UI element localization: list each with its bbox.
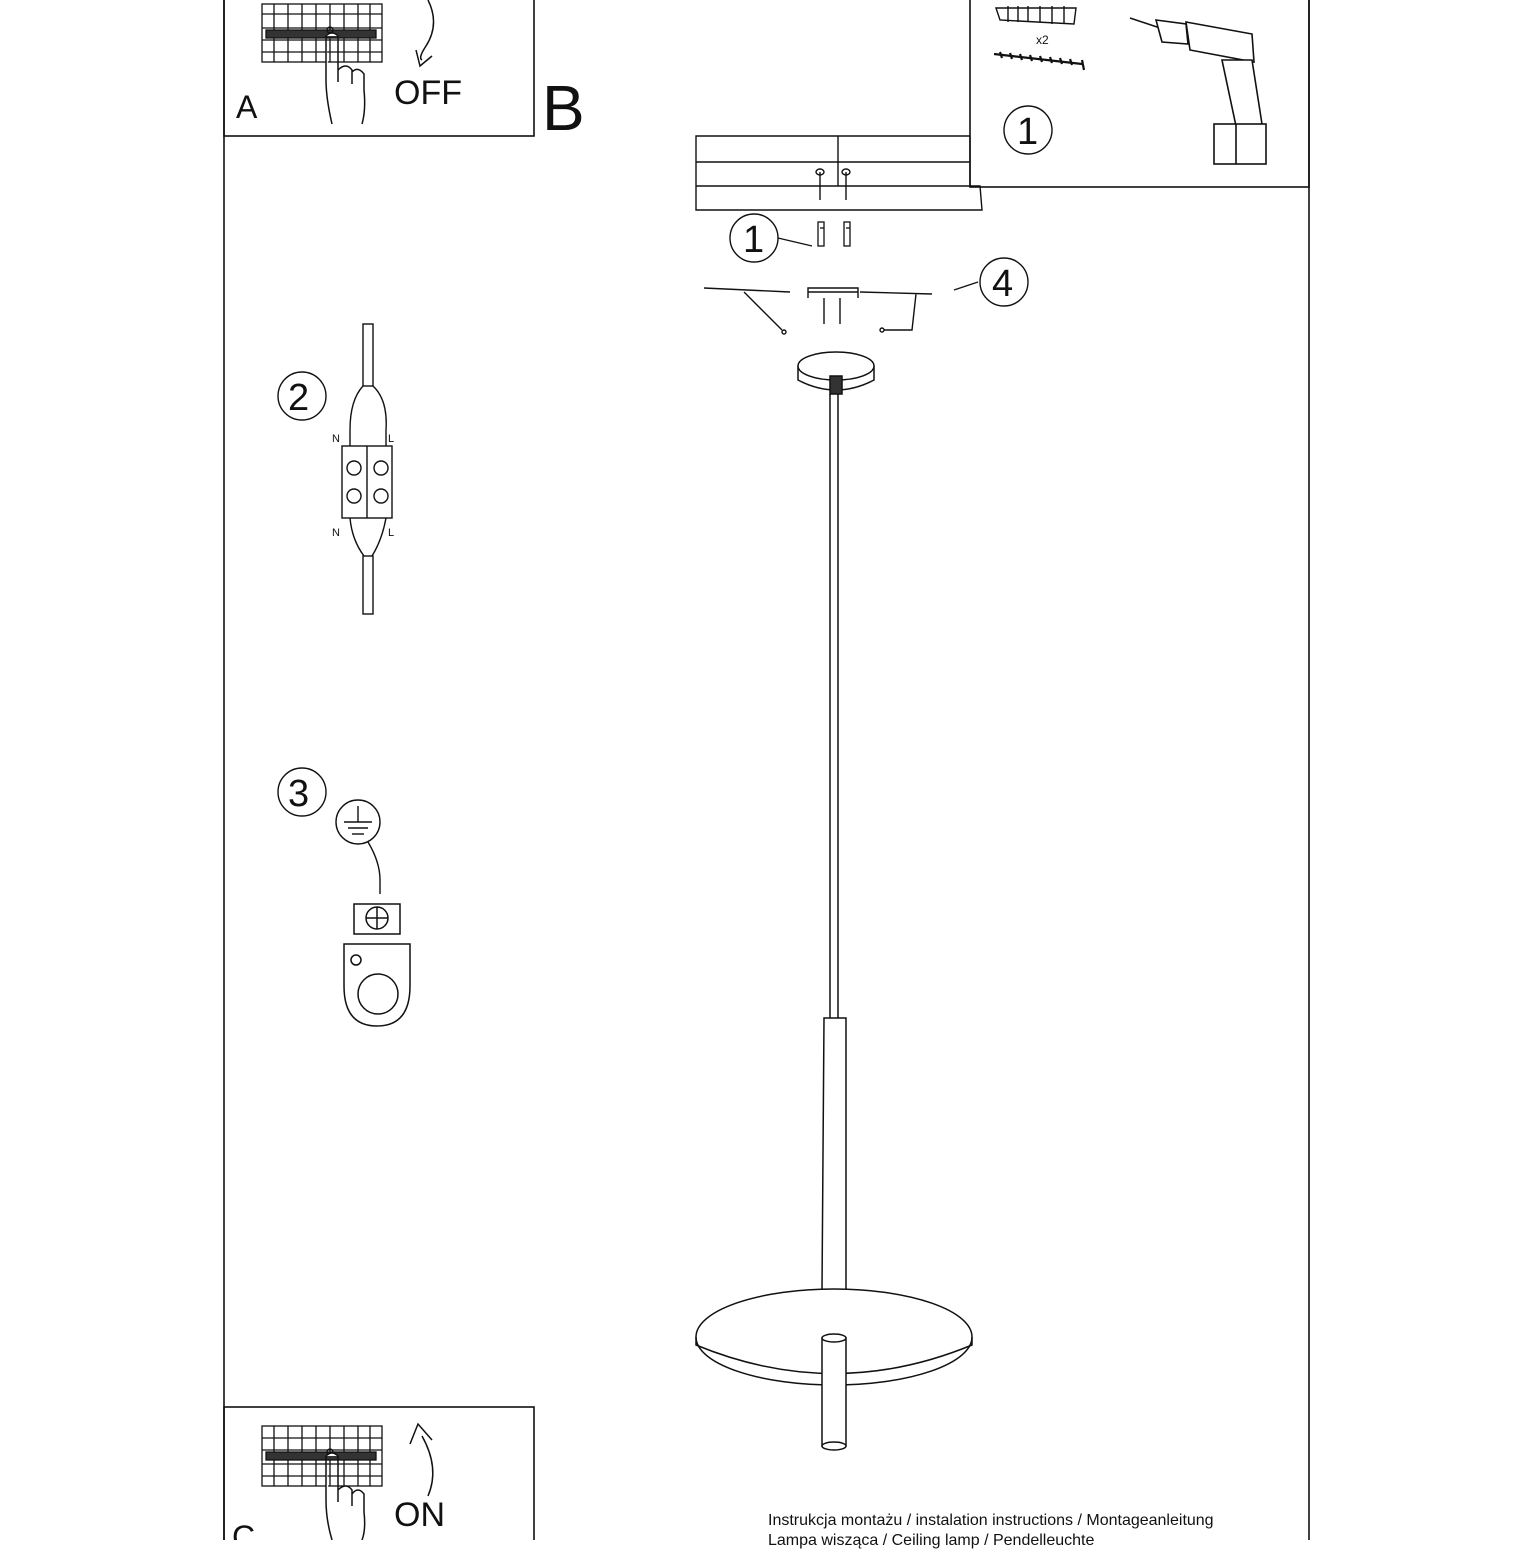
svg-text:3: 3	[288, 773, 309, 815]
bracket-step-callout: 4	[979, 257, 1029, 307]
terminal-block-icon	[341, 323, 393, 615]
ground-symbol-icon	[335, 799, 381, 894]
ceiling-icon	[695, 135, 983, 211]
anchor-step-callout: 1	[729, 213, 779, 263]
ground-step-callout: 3	[277, 767, 327, 817]
wiring-step-callout: 2	[277, 371, 327, 421]
on-label: ON	[394, 1496, 445, 1534]
canopy-icon	[797, 351, 875, 395]
svg-text:1: 1	[1017, 111, 1038, 153]
tools-box	[969, 0, 1310, 188]
drill-icon	[1129, 17, 1267, 165]
hand-icon	[325, 32, 366, 125]
breaker-panel-icon	[261, 3, 383, 63]
curved-arrow-icon	[409, 1422, 434, 1497]
hand-icon	[325, 1452, 366, 1540]
mounting-bracket-icon	[703, 281, 979, 335]
panel-a-box	[223, 0, 535, 137]
svg-text:1: 1	[743, 219, 764, 261]
wall-plug-icon	[995, 6, 1077, 25]
footer-subtitle: Lampa wisząca / Ceiling lamp / Pendelleu…	[768, 1532, 1095, 1549]
panel-b-letter: B	[542, 72, 585, 144]
wall-plug-pair-icon	[777, 221, 851, 247]
terminal-label-n-bottom: N	[332, 527, 340, 539]
svg-text:2: 2	[288, 377, 309, 419]
drill-step-callout: 1	[1003, 105, 1053, 155]
ground-lug-icon	[343, 903, 411, 1027]
screw-icon	[993, 51, 1086, 71]
terminal-label-l-bottom: L	[388, 527, 394, 539]
terminal-label-l-top: L	[388, 433, 394, 445]
footer-title: Instrukcja montażu / instalation instruc…	[768, 1512, 1214, 1529]
svg-text:4: 4	[992, 263, 1013, 305]
panel-a-letter: A	[236, 89, 258, 125]
panel-c-letter: C	[232, 1519, 255, 1540]
terminal-label-n-top: N	[332, 433, 340, 445]
curved-arrow-icon	[415, 0, 435, 68]
breaker-panel-icon	[261, 1425, 383, 1487]
panel-c-box	[223, 1406, 535, 1540]
off-label: OFF	[394, 74, 462, 112]
anchor-quantity: x2	[1036, 33, 1049, 47]
pendant-lamp-icon	[695, 394, 973, 1451]
